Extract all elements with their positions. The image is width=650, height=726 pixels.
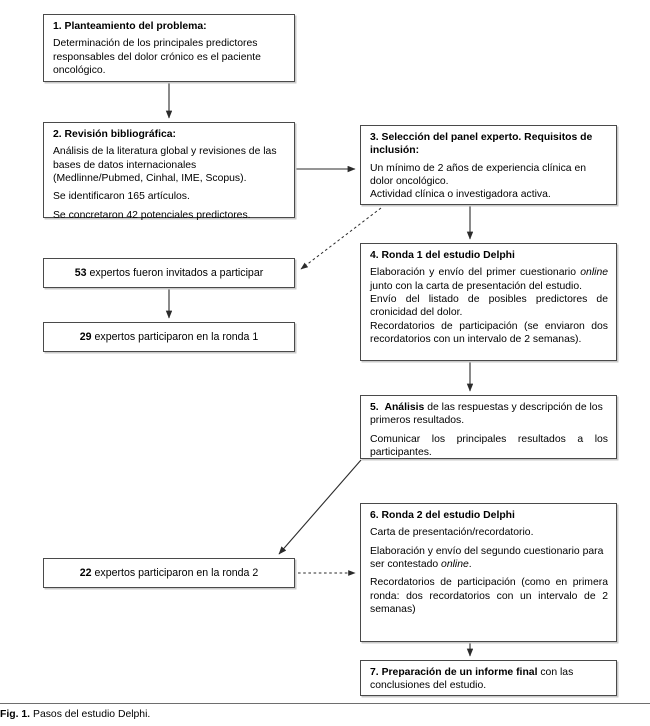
step-3-body-1: Un mínimo de 2 años de experiencia clíni… [370,162,587,187]
step-7-body: con las conclusiones del estudio. [370,667,574,692]
step-5-body-2: Comunicar los principales resultados a l… [370,433,608,458]
step-4-heading: 4. Ronda 1 del estudio Delphi [370,250,515,261]
arrow-step5-to-round2 [278,459,362,555]
caption-divider [0,703,650,704]
step-6-body-2-post: . [468,558,472,570]
step-4-box[interactable]: 4. Ronda 1 del estudio Delphi Elaboració… [360,243,617,361]
experts-round1-label: expertos participaron en la ronda 1 [94,331,259,343]
step-1-heading: 1. Planteamiento del problema: [53,21,207,32]
figure-label: Fig. 1. [0,709,31,720]
step-6-heading: 6. Ronda 2 del estudio Delphi [370,510,515,521]
step-5-line-1: 5. Análisis de las respuestas y descripc… [370,401,608,428]
step-2-body-2: Se identificaron 165 artículos. [53,191,190,203]
step-6-body-2-emphasis: online [441,558,469,570]
step-4-body-2: Envío del listado de posibles predictore… [370,293,608,319]
figure-caption: Fig. 1.Pasos del estudio Delphi. [0,709,650,720]
step-4-body-1-post: junto con la carta de presentación del e… [370,280,582,292]
step-6-body-3: Recordatorios de participación (como en … [370,577,608,615]
step-4-body-1-pre: Elaboración y envío del primer cuestiona… [370,267,581,279]
figure-caption-text: Pasos del estudio Delphi. [33,709,151,720]
step-3-box[interactable]: 3. Selección del panel experto. Requisit… [360,125,617,205]
step-5-box[interactable]: 5. Análisis de las respuestas y descripc… [360,395,617,459]
step-4-body-1: Elaboración y envío del primer cuestiona… [370,266,608,293]
experts-round2-label: expertos participaron en la ronda 2 [94,567,259,579]
step-2-body-1: Análisis de la literatura global y revis… [53,146,277,184]
step-5-number: 5. [370,402,379,413]
experts-invited-count: 53 [74,267,87,279]
step-7-box[interactable]: 7. Preparación de un informe final con l… [360,660,617,696]
step-1-body: Determinación de los principales predict… [53,38,261,76]
experts-round1-box[interactable]: 29 expertos participaron en la ronda 1 [43,322,295,352]
step-2-body-3: Se concretaron 42 potenciales predictore… [53,209,251,221]
experts-round2-count: 22 [79,567,92,579]
step-6-body-2: Elaboración y envío del segundo cuestion… [370,545,608,572]
step-7-line: 7. Preparación de un informe final con l… [370,666,608,693]
step-6-box[interactable]: 6. Ronda 2 del estudio Delphi Carta de p… [360,503,617,642]
step-7-number: 7. [370,667,379,678]
step-2-heading: 2. Revisión bibliográfica: [53,129,176,140]
step-2-box[interactable]: 2. Revisión bibliográfica: Análisis de l… [43,122,295,221]
step-5-body-1: de las respuestas y descripción de los p… [370,402,603,427]
step-3-body-2: Actividad clínica o investigadora activa… [370,189,551,201]
step-6-body-2-pre: Elaboración y envío del segundo cuestion… [370,545,604,570]
step-4-body-1-emphasis: online [580,267,608,279]
experts-round2-box[interactable]: 22 expertos participaron en la ronda 2 [43,558,295,588]
step-7-keyword: Preparación de un informe final [381,667,538,678]
experts-round1-count: 29 [79,331,92,343]
step-5-keyword: Análisis [384,402,425,413]
step-4-body-3: Recordatorios de participación (se envia… [370,320,608,345]
step-3-heading: 3. Selección del panel experto. Requisit… [370,132,593,157]
experts-invited-label: expertos fueron invitados a participar [89,267,264,279]
step-6-body-1: Carta de presentación/recordatorio. [370,527,534,539]
experts-invited-box[interactable]: 53 expertos fueron invitados a participa… [43,258,295,288]
step-1-box[interactable]: 1. Planteamiento del problema: Determina… [43,14,295,82]
